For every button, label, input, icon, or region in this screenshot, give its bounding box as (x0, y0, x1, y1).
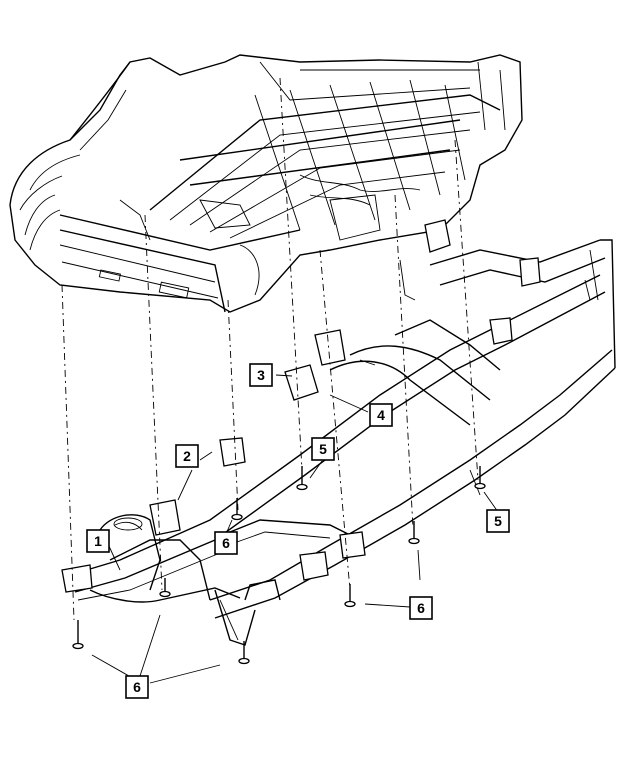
bolt-icon (344, 584, 356, 608)
callout-2-label: 2 (183, 448, 191, 464)
callout-4-label: 4 (377, 407, 385, 423)
bolt-icon (238, 641, 250, 665)
callout-1-label: 1 (94, 533, 102, 549)
callout-6-center: 6 (214, 531, 238, 555)
callout-3-label: 3 (257, 367, 265, 383)
callout-6-right: 6 (409, 596, 433, 620)
callout-6-right-label: 6 (417, 600, 425, 616)
callout-5-right-label: 5 (494, 513, 502, 529)
bolt-icon (474, 466, 486, 490)
mount-bolts (72, 466, 486, 665)
callout-3: 3 (249, 363, 273, 387)
callout-5-center: 5 (311, 437, 335, 461)
vehicle-body-underside (9, 54, 523, 313)
vehicle-frame-assembly (61, 219, 616, 646)
callout-6-bottom-label: 6 (133, 679, 141, 695)
bolt-icon (159, 578, 171, 598)
callout-6-bottom: 6 (125, 675, 149, 699)
bolt-icon (231, 498, 243, 521)
callout-4: 4 (369, 403, 393, 427)
callout-2: 2 (175, 444, 199, 468)
callout-6-center-label: 6 (222, 535, 230, 551)
bolt-icon (296, 466, 308, 491)
bolt-icon (408, 521, 420, 545)
bolt-icon (72, 620, 84, 650)
callout-5-right: 5 (486, 509, 510, 533)
callout-5-center-label: 5 (319, 441, 327, 457)
alignment-leader-lines (61, 77, 479, 621)
callout-1: 1 (86, 529, 110, 553)
